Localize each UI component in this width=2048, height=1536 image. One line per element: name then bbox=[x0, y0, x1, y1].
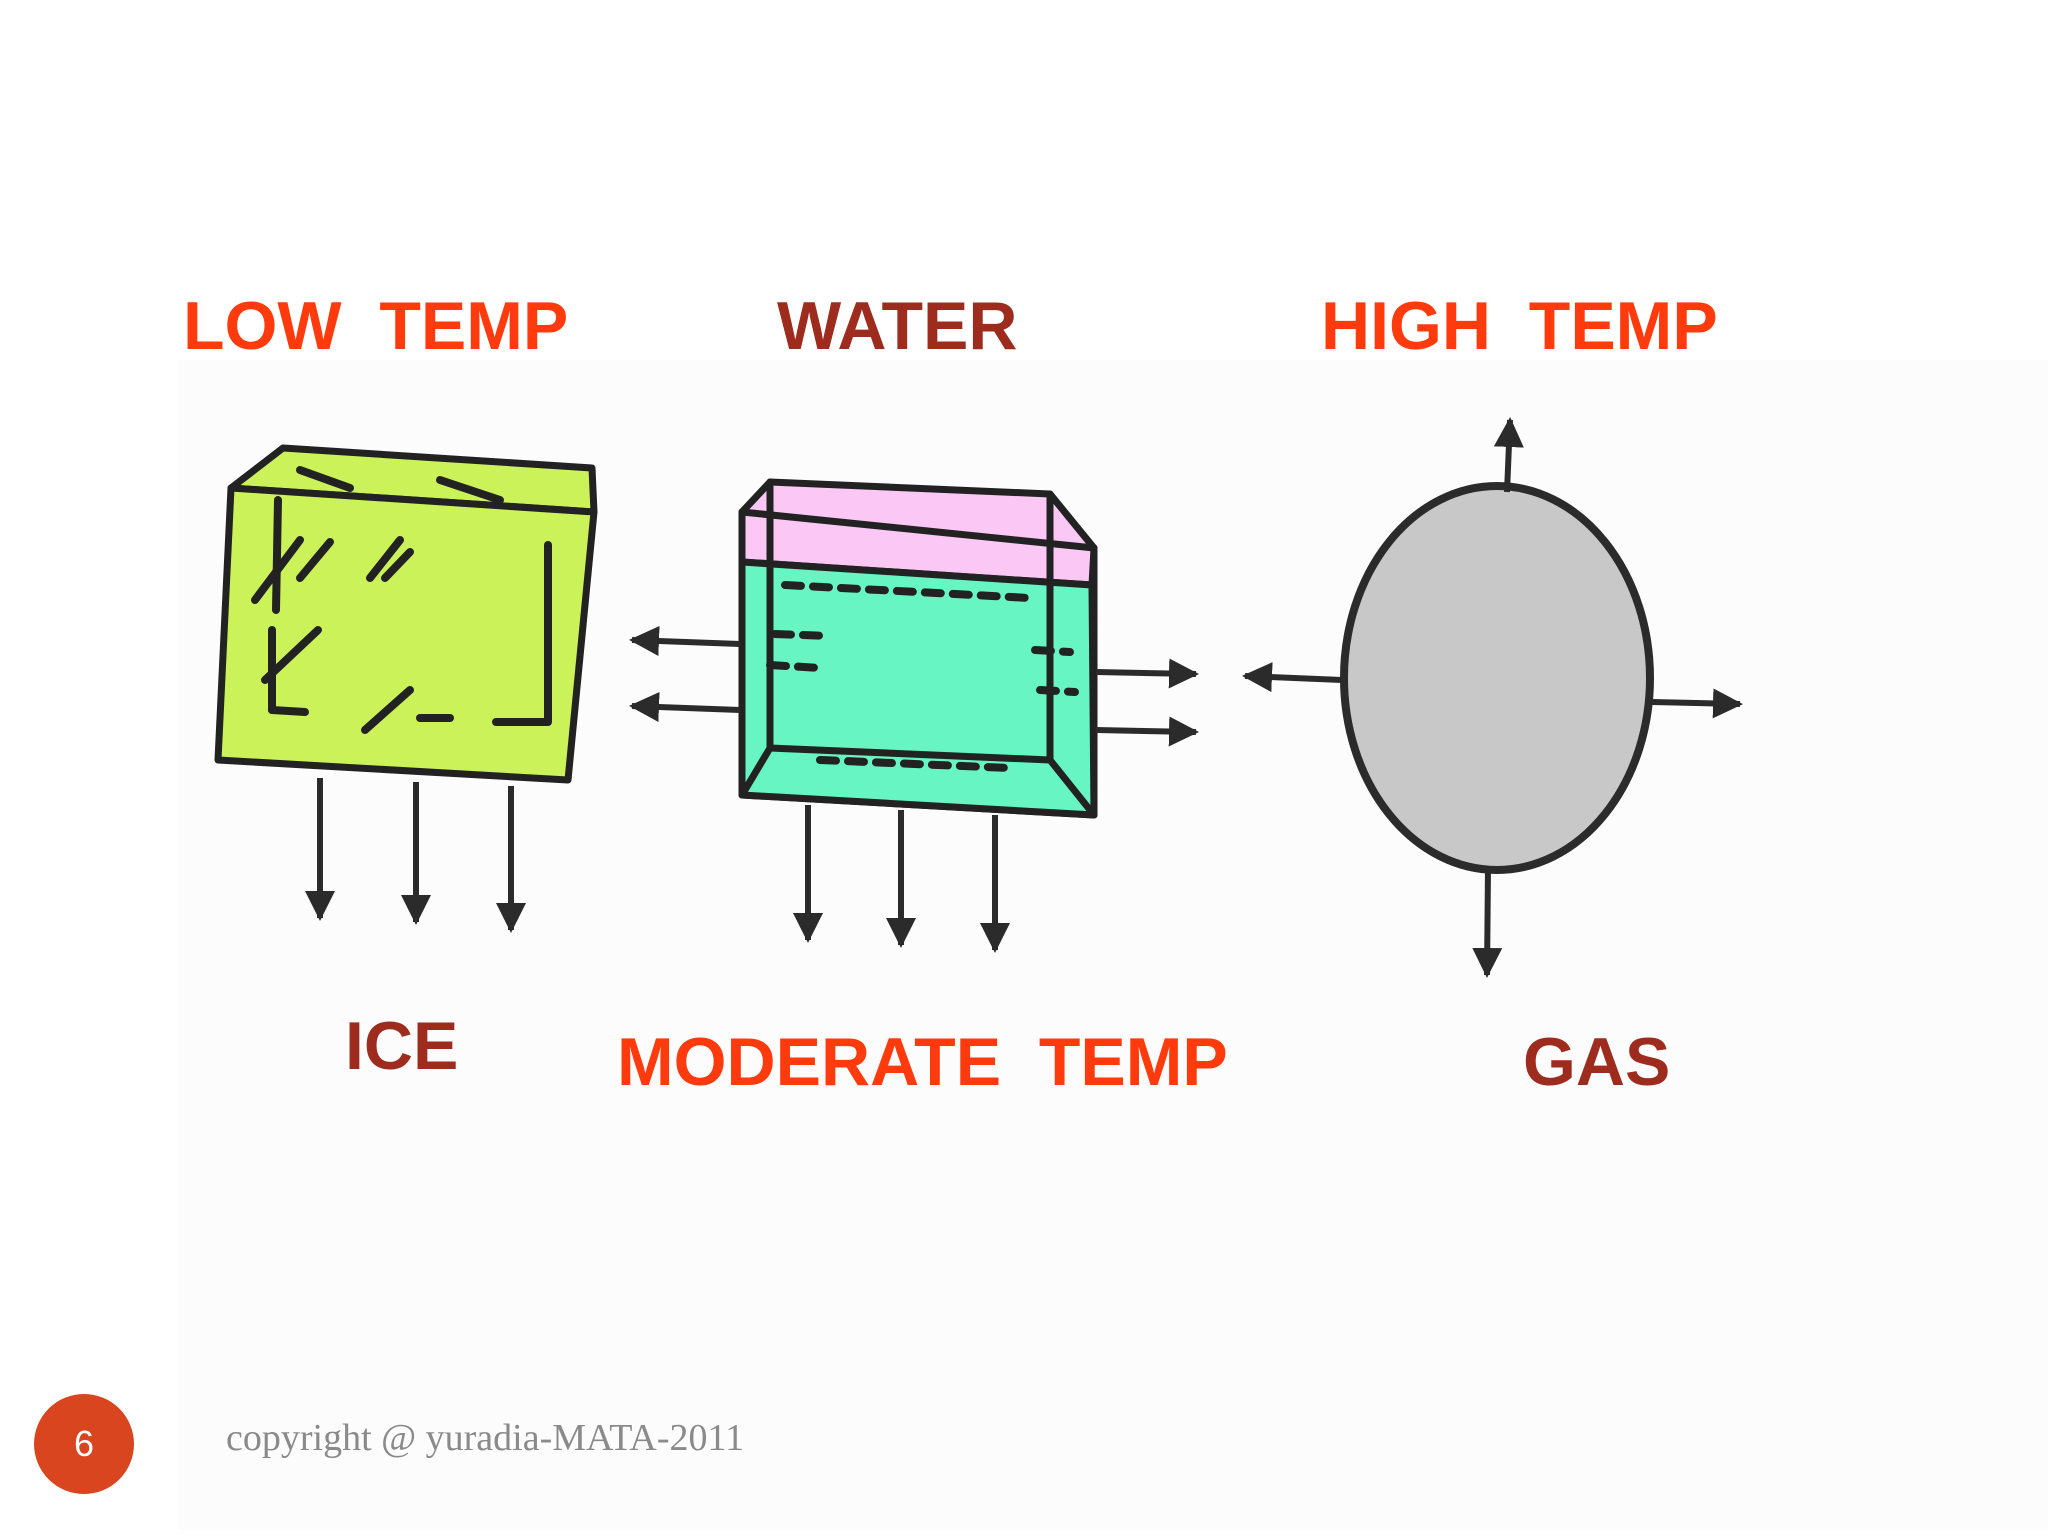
slide-number-badge: 6 bbox=[34, 1394, 134, 1494]
arrow-icon bbox=[1651, 688, 1743, 719]
gas-sphere-icon bbox=[1340, 482, 1654, 874]
water-arrows bbox=[629, 626, 1199, 953]
water-container-icon bbox=[738, 478, 1098, 819]
ice-cube-icon bbox=[214, 444, 598, 784]
copyright-text: copyright @ yuradia-MATA-2011 bbox=[226, 1417, 745, 1459]
ice-label: ICE bbox=[345, 1008, 459, 1084]
gas-label: GAS bbox=[1523, 1024, 1671, 1100]
arrow-icon bbox=[629, 626, 741, 656]
arrow-icon bbox=[1095, 716, 1199, 747]
arrow-icon bbox=[1472, 867, 1503, 978]
arrow-icon bbox=[1242, 662, 1343, 693]
gas-arrows bbox=[1242, 417, 1743, 978]
arrow-icon bbox=[629, 692, 741, 722]
low-temp-label: LOW TEMP bbox=[183, 288, 569, 364]
arrow-icon bbox=[1095, 658, 1199, 689]
water-label: WATER bbox=[777, 288, 1018, 364]
high-temp-label: HIGH TEMP bbox=[1321, 288, 1718, 364]
arrow-icon bbox=[1493, 417, 1524, 493]
moderate-temp-label: MODERATE TEMP bbox=[617, 1024, 1228, 1100]
ice-arrows bbox=[305, 778, 526, 933]
